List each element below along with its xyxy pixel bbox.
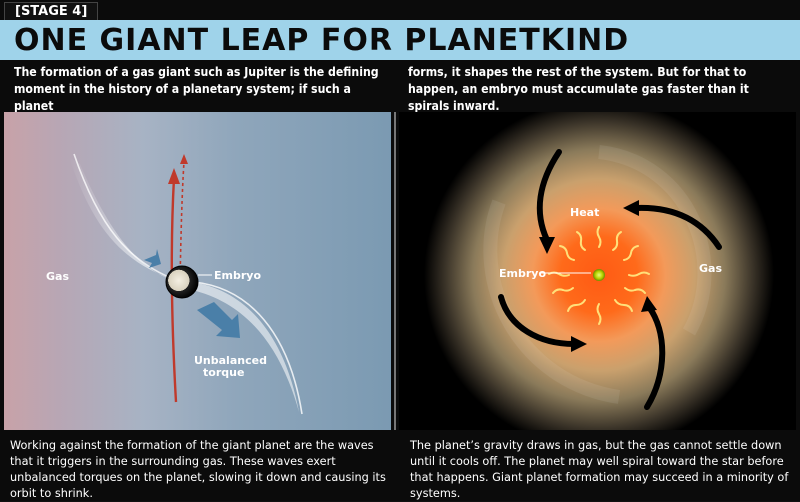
torque-label-line2: torque (203, 366, 244, 379)
accretion-diagram-panel: Heat Embryo Gas (399, 112, 796, 430)
embryo-label-right: Embryo (499, 267, 546, 280)
intro-text-right: forms, it shapes the rest of the system.… (408, 65, 749, 113)
intro-text-left: The formation of a gas giant such as Jup… (14, 65, 379, 113)
torque-label-line1: Unbalanced (194, 354, 267, 367)
heat-rays (548, 226, 650, 325)
gas-inflow-arrows (498, 149, 722, 410)
small-torque-arrow (144, 249, 161, 268)
lower-wave (192, 282, 299, 412)
title-bar (0, 20, 800, 60)
heat-label: Heat (570, 206, 599, 219)
embryo-planet (166, 266, 198, 298)
original-orbit-dashed (179, 161, 185, 283)
embryo-label: Embryo (214, 269, 261, 282)
unbalanced-torque-arrow (197, 302, 240, 338)
torque-diagram-panel: Gas Embryo Unbalanced torque (4, 112, 391, 430)
gas-label: Gas (46, 270, 69, 283)
accretion-diagram: Heat Embryo Gas (424, 112, 774, 430)
stage-label: [STAGE 4] (4, 2, 99, 22)
torque-diagram: Gas Embryo Unbalanced torque (46, 153, 303, 415)
panel-divider (394, 112, 396, 430)
embryo-core (593, 269, 605, 281)
page-title: ONE GIANT LEAP FOR PLANETKIND (14, 23, 630, 58)
gas-label-right: Gas (699, 262, 722, 275)
caption-left: Working against the formation of the gia… (10, 439, 386, 500)
caption-right: The planet’s gravity draws in gas, but t… (410, 439, 789, 500)
